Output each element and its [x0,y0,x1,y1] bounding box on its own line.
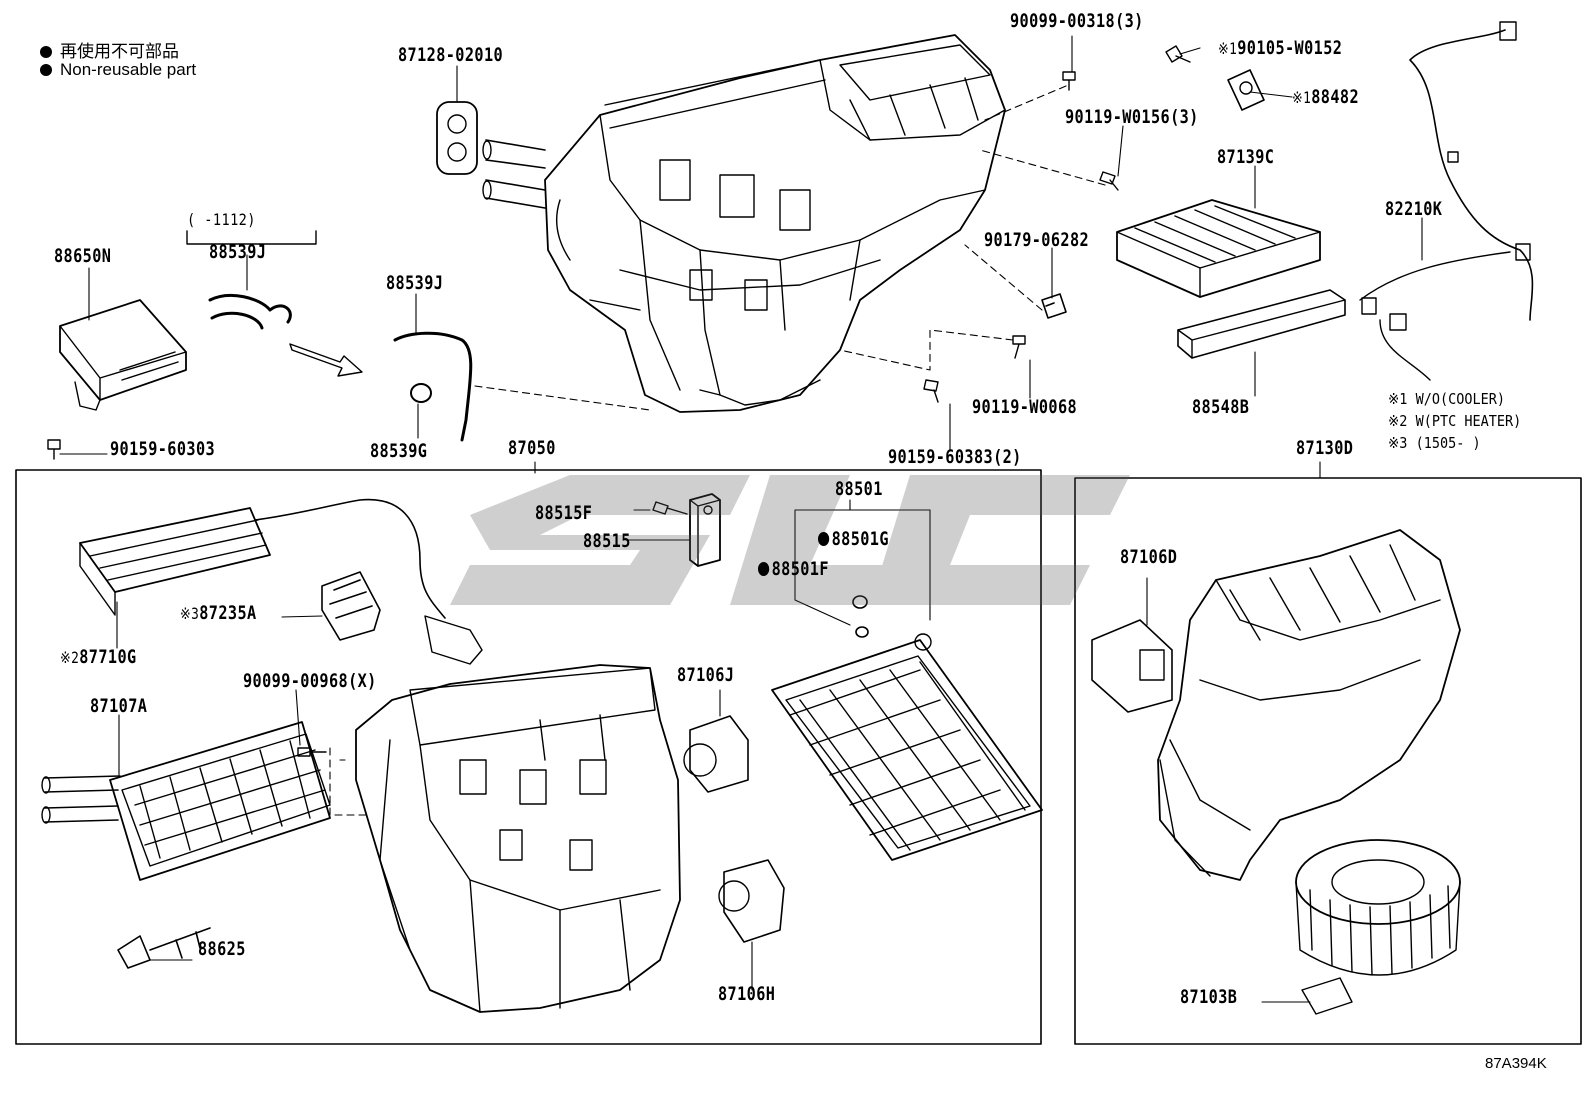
label-87235A[interactable]: ※387235A [180,602,257,624]
label-88539J-upper[interactable]: 88539J [209,241,267,263]
label-87106D[interactable]: 87106D [1120,546,1178,568]
label-90099-00318[interactable]: 90099-00318(3) [1010,10,1144,32]
sensor-88625 [117,927,211,969]
label-90159-60383[interactable]: 90159-60383(2) [888,446,1022,468]
label-88501F[interactable]: 88501F [758,558,829,580]
label-87050[interactable]: 87050 [508,437,556,459]
leaders-bottom [116,601,323,776]
mark-2: ※2 [60,648,80,667]
frame-87130D [1074,477,1582,1045]
oring-88501F [855,626,869,638]
leaders-top [59,35,1423,479]
mark-3: ※3 [180,604,200,623]
actuator-87106J [683,715,749,793]
frame-87050 [15,469,1042,1045]
actuator-87106D [1091,619,1173,713]
arrow [289,343,363,377]
label-1112: ( -1112) [187,210,256,229]
watermark-logo [450,475,1130,605]
hvac-case-87050 [355,664,681,1013]
label-90159-60303[interactable]: 90159-60303 [110,438,216,460]
harness-82210K [1359,21,1534,381]
label-90119-W0156[interactable]: 90119-W0156(3) [1065,106,1199,128]
label-87139C[interactable]: 87139C [1217,146,1275,168]
label-88501[interactable]: 88501 [835,478,883,500]
sensor-88482 [1227,69,1265,111]
label-88548B[interactable]: 88548B [1192,396,1250,418]
note-2: ※2 W(PTC HEATER) [1388,412,1522,430]
hose-88539J [393,331,473,442]
hvac-unit-top [482,34,1006,413]
filter-87139C [1116,199,1321,298]
label-87106H[interactable]: 87106H [718,983,776,1005]
label-87103B[interactable]: 87103B [1180,986,1238,1008]
blower-fan-87103B [1295,839,1461,1015]
bracket-88539J [186,230,317,245]
blower-unit-87130D [1157,529,1461,881]
screws-top [47,45,1191,757]
legend-bullet-icon [40,46,52,58]
non-reusable-dot-icon [818,532,830,546]
label-87106J[interactable]: 87106J [677,664,735,686]
diagram-code: 87A394K [1485,1055,1547,1072]
label-88501G[interactable]: 88501G [818,528,889,550]
valve-88515 [689,493,721,567]
actuator-87106H [718,859,785,943]
label-90179-06282[interactable]: 90179-06282 [984,229,1090,251]
ptc-heater-87710G [79,498,483,665]
label-90099-00968[interactable]: 90099-00968(X) [243,670,377,692]
evaporator [771,633,1043,861]
label-87130D[interactable]: 87130D [1296,437,1354,459]
hose-88539J-small [208,293,292,330]
part-88548B [1177,289,1346,359]
mark-1: ※1 [1218,39,1238,58]
note-3: ※3 (1505- ) [1388,434,1481,452]
legend-bullet-icon [40,64,52,76]
mark-1: ※1 [1292,88,1312,107]
label-88515[interactable]: 88515 [583,530,631,552]
label-90105-W0152[interactable]: ※190105-W0152 [1218,37,1343,59]
label-87128-02010[interactable]: 87128-02010 [398,44,504,66]
grommet-90179 [1041,293,1067,319]
label-82210K[interactable]: 82210K [1385,198,1443,220]
label-88650N[interactable]: 88650N [54,245,112,267]
label-88482[interactable]: ※188482 [1292,86,1359,108]
label-88539G[interactable]: 88539G [370,440,428,462]
heater-core-87107A [41,721,331,881]
non-reusable-dot-icon [758,562,770,576]
label-88515F[interactable]: 88515F [535,502,593,524]
label-90119-W0068[interactable]: 90119-W0068 [972,396,1078,418]
bracket-88501 [794,499,931,626]
gasket-87128 [436,101,478,175]
legend-non-reusable-en: Non-reusable part [40,60,196,80]
ring-88539G [410,383,432,403]
legend-non-reusable-jp: 再使用不可部品 [40,37,179,62]
label-88625[interactable]: 88625 [198,938,246,960]
bracket-87235A [321,571,381,641]
module-88650N [59,299,187,411]
label-87107A[interactable]: 87107A [90,695,148,717]
label-87710G[interactable]: ※287710G [60,646,137,668]
note-1: ※1 W/O(COOLER) [1388,390,1505,408]
oring-88501G [852,595,868,609]
label-88539J[interactable]: 88539J [386,272,444,294]
